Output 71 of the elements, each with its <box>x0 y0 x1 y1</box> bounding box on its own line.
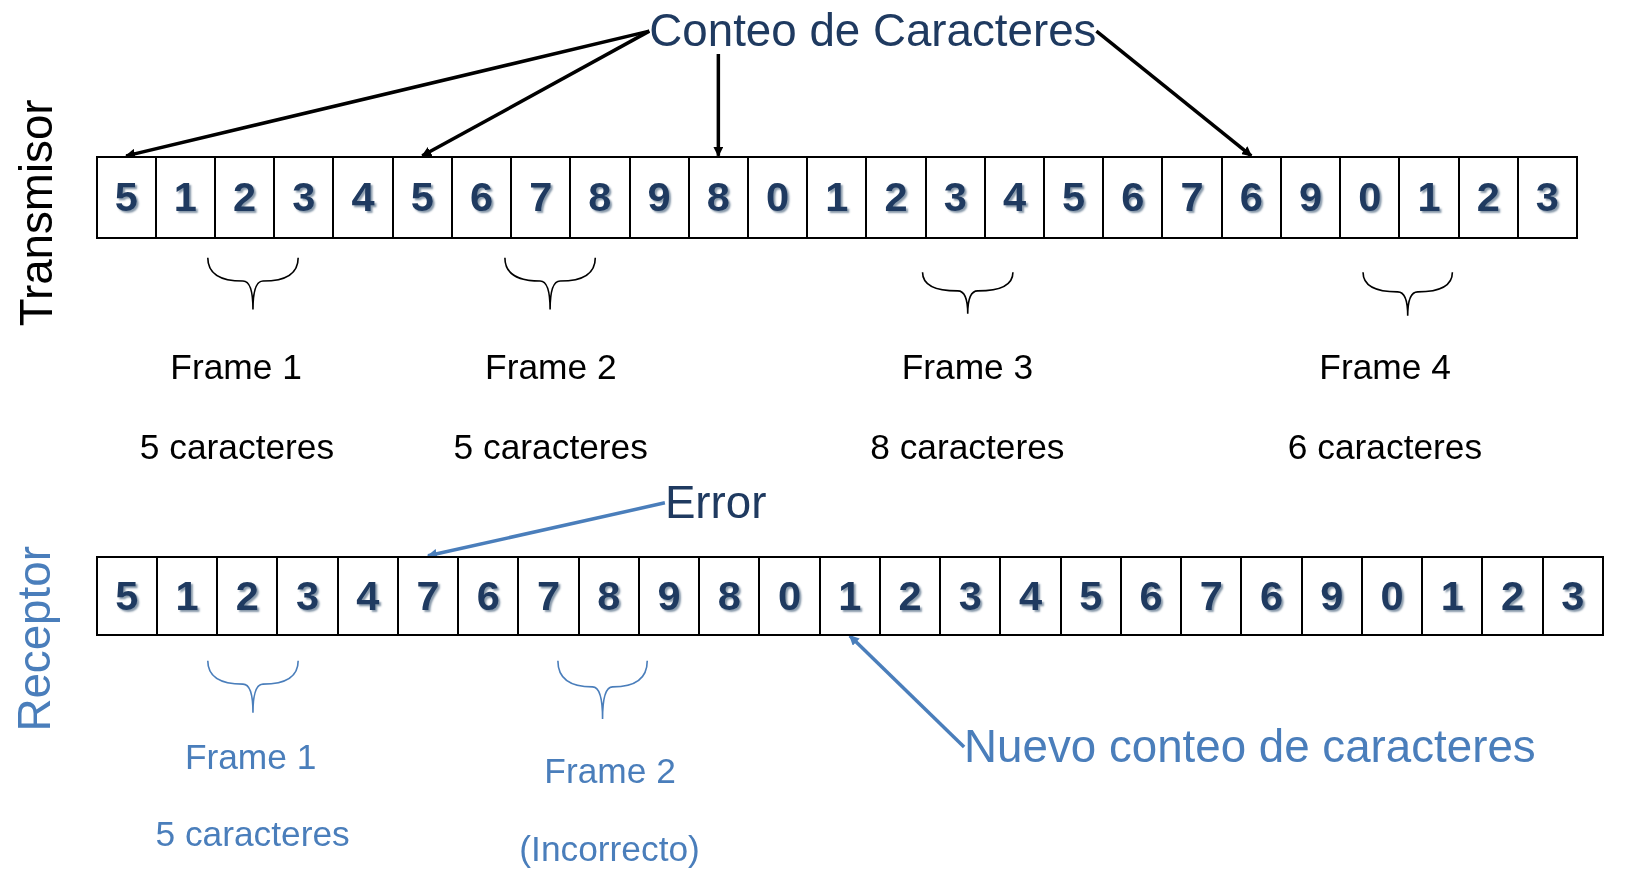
digit-cell: 9 <box>1300 555 1363 636</box>
digit-cell: 7 <box>517 555 580 636</box>
arrow <box>713 54 724 157</box>
row-title: Transmisor <box>13 99 60 327</box>
frame-label: Frame 1 <box>184 738 317 775</box>
digit-cell: 3 <box>939 555 1002 636</box>
digit-cell: 9 <box>628 155 690 239</box>
digit-cell: 7 <box>1180 555 1243 636</box>
digit-cell: 2 <box>1481 555 1544 636</box>
digit-cell: 2 <box>865 155 927 239</box>
digit-cell: 0 <box>746 155 809 239</box>
digit-cell: 1 <box>154 155 216 239</box>
digit-cell: 4 <box>332 155 394 239</box>
digit-cell: 4 <box>983 155 1046 239</box>
frame-size-label: 8 caracteres <box>870 429 1065 465</box>
frame-label: Frame 4 <box>1319 349 1451 385</box>
frame-size-label: 5 caracteres <box>155 815 350 851</box>
frame-label-note: (Incorrecto) <box>519 831 700 867</box>
frame-label: Frame 1 <box>170 349 302 385</box>
digit-cell: 6 <box>1240 555 1303 636</box>
digit-cell: 9 <box>1279 155 1342 239</box>
frame-label: Frame 2 <box>485 349 617 385</box>
digit-cell: 5 <box>1059 555 1122 636</box>
digit-cell: 2 <box>216 555 279 636</box>
digit-cell: 1 <box>155 555 219 636</box>
digit-cell: 2 <box>1457 155 1519 239</box>
arrow <box>421 29 651 158</box>
callout-text: Error <box>664 479 767 526</box>
digit-cell: 6 <box>457 555 520 636</box>
digit-cell: 6 <box>1119 555 1183 636</box>
callout-text: Conteo de Caracteres <box>649 8 1097 54</box>
digit-cell: 6 <box>1220 155 1282 239</box>
digit-cell: 7 <box>396 555 460 636</box>
digit-cell: 2 <box>214 155 276 239</box>
digit-cell: 5 <box>1043 155 1105 239</box>
digit-cell: 3 <box>924 155 986 239</box>
digit-cell: 5 <box>95 155 157 239</box>
frame-size-label: 5 caracteres <box>139 429 335 465</box>
digit-cell: 6 <box>1102 155 1164 239</box>
frame-size-label: 6 caracteres <box>1287 429 1483 465</box>
callout-text: Nuevo conteo de caracteres <box>964 724 1536 770</box>
digit-cell: 9 <box>637 555 701 636</box>
arrow <box>1095 29 1253 158</box>
digit-cell: 5 <box>95 555 158 636</box>
frame-size-label: 5 caracteres <box>453 429 648 465</box>
digit-cell: 3 <box>276 555 339 636</box>
frame-label: Frame 3 <box>901 349 1034 385</box>
frame-label: Frame 2 <box>544 753 676 789</box>
digit-cell: 0 <box>758 555 821 636</box>
digit-cell: 8 <box>687 155 749 239</box>
digit-cell: 8 <box>698 555 761 636</box>
row-title: Receptor <box>11 546 58 732</box>
digit-cell: 1 <box>818 555 881 636</box>
digit-cell: 4 <box>999 555 1062 636</box>
digit-cell: 7 <box>1161 155 1223 239</box>
arrow <box>848 634 966 749</box>
digit-cell: 1 <box>1421 555 1484 636</box>
digit-cell: 3 <box>273 155 335 239</box>
digit-cell: 2 <box>878 555 942 636</box>
digit-cell: 3 <box>1541 555 1604 636</box>
digit-cell: 3 <box>1516 155 1578 239</box>
digit-cell: 4 <box>336 555 399 636</box>
digit-cell: 0 <box>1360 555 1424 636</box>
digit-cell: 8 <box>577 555 640 636</box>
digit-cell: 0 <box>1339 155 1401 239</box>
digit-cell: 1 <box>1398 155 1460 239</box>
digit-cell: 1 <box>806 155 868 239</box>
digit-cell: 8 <box>569 155 631 239</box>
digit-cell: 6 <box>450 155 513 239</box>
digit-cell: 5 <box>391 155 453 239</box>
digit-cell: 7 <box>510 155 572 239</box>
